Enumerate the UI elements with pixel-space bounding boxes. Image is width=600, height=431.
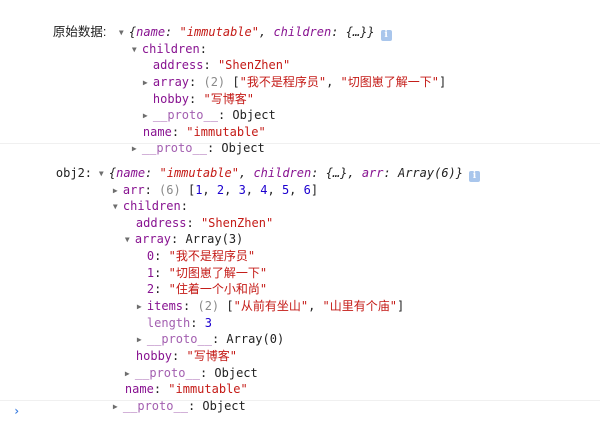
tree-node-items[interactable]: ▶items: (2) ["从前有坐山", "山里有个庙"] — [136, 299, 405, 313]
expanded-triangle-icon[interactable]: ▼ — [98, 169, 104, 178]
tree-node-children-proto[interactable]: ▶__proto__: Object — [124, 366, 258, 380]
info-icon[interactable]: i — [380, 30, 392, 41]
tree-node-array-item-2: 2: "住着一个小和尚" — [146, 282, 268, 296]
tree-node-array-item-0: 0: "我不是程序员" — [146, 249, 256, 263]
entry-1-summary[interactable]: ▼{name: "immutable", children: {…}}i — [90, 8, 392, 41]
collapsed-triangle-icon[interactable]: ▶ — [112, 402, 118, 411]
collapsed-triangle-icon[interactable]: ▶ — [124, 369, 130, 378]
entry-2-label-line: obj2: — [27, 149, 92, 180]
collapsed-triangle-icon[interactable]: ▶ — [136, 302, 142, 311]
console-message-original-data: 原始数据: ▼{name: "immutable", children: {…}… — [0, 0, 600, 155]
expanded-triangle-icon[interactable]: ▼ — [112, 202, 118, 211]
tree-node-array-item-1: 1: "切图崽了解一下" — [146, 266, 268, 280]
tree-node-children[interactable]: ▼children: — [112, 199, 188, 213]
entry-1-label-line: 原始数据: — [24, 8, 106, 39]
tree-node-arr[interactable]: ▶arr: (6) [1, 2, 3, 4, 5, 6] — [112, 183, 319, 197]
expanded-triangle-icon[interactable]: ▼ — [131, 45, 137, 54]
tree-node-address: address: "ShenZhen" — [152, 58, 291, 72]
console-message-obj2: obj2: ▼{name: "immutable", children: {…}… — [0, 144, 600, 413]
collapsed-triangle-icon[interactable]: ▶ — [136, 335, 142, 344]
tree-node-hobby: hobby: "写博客" — [152, 92, 254, 106]
info-icon[interactable]: i — [469, 171, 480, 182]
tree-node-children[interactable]: ▼children: — [131, 42, 207, 56]
console-prompt-icon[interactable]: › — [13, 404, 21, 418]
entry-label: 原始数据: — [52, 25, 107, 39]
collapsed-triangle-icon[interactable]: ▶ — [112, 186, 118, 195]
entry-2-summary[interactable]: ▼{name: "immutable", children: {…}, arr:… — [70, 149, 480, 182]
tree-node-root-proto[interactable]: ▶__proto__: Object — [112, 399, 246, 413]
tree-node-hobby: hobby: "写博客" — [135, 349, 237, 363]
tree-node-array[interactable]: ▶array: (2) ["我不是程序员", "切图崽了解一下"] — [142, 75, 447, 89]
tree-node-root-proto[interactable]: ▶__proto__: Object — [131, 141, 265, 155]
collapsed-triangle-icon[interactable]: ▶ — [131, 144, 137, 153]
tree-node-name: name: "immutable" — [142, 125, 266, 139]
tree-node-address: address: "ShenZhen" — [135, 216, 274, 230]
tree-node-array-proto[interactable]: ▶__proto__: Array(0) — [136, 332, 285, 346]
entry-label: obj2: — [55, 166, 93, 180]
tree-node-name: name: "immutable" — [124, 382, 248, 396]
collapsed-triangle-icon[interactable]: ▶ — [142, 78, 148, 87]
tree-node-children-proto[interactable]: ▶__proto__: Object — [142, 108, 276, 122]
tree-node-array[interactable]: ▼array: Array(3) — [124, 232, 244, 246]
collapsed-triangle-icon[interactable]: ▶ — [142, 111, 148, 120]
expanded-triangle-icon[interactable]: ▼ — [118, 28, 124, 37]
tree-node-length: length: 3 — [146, 316, 212, 330]
expanded-triangle-icon[interactable]: ▼ — [124, 235, 130, 244]
